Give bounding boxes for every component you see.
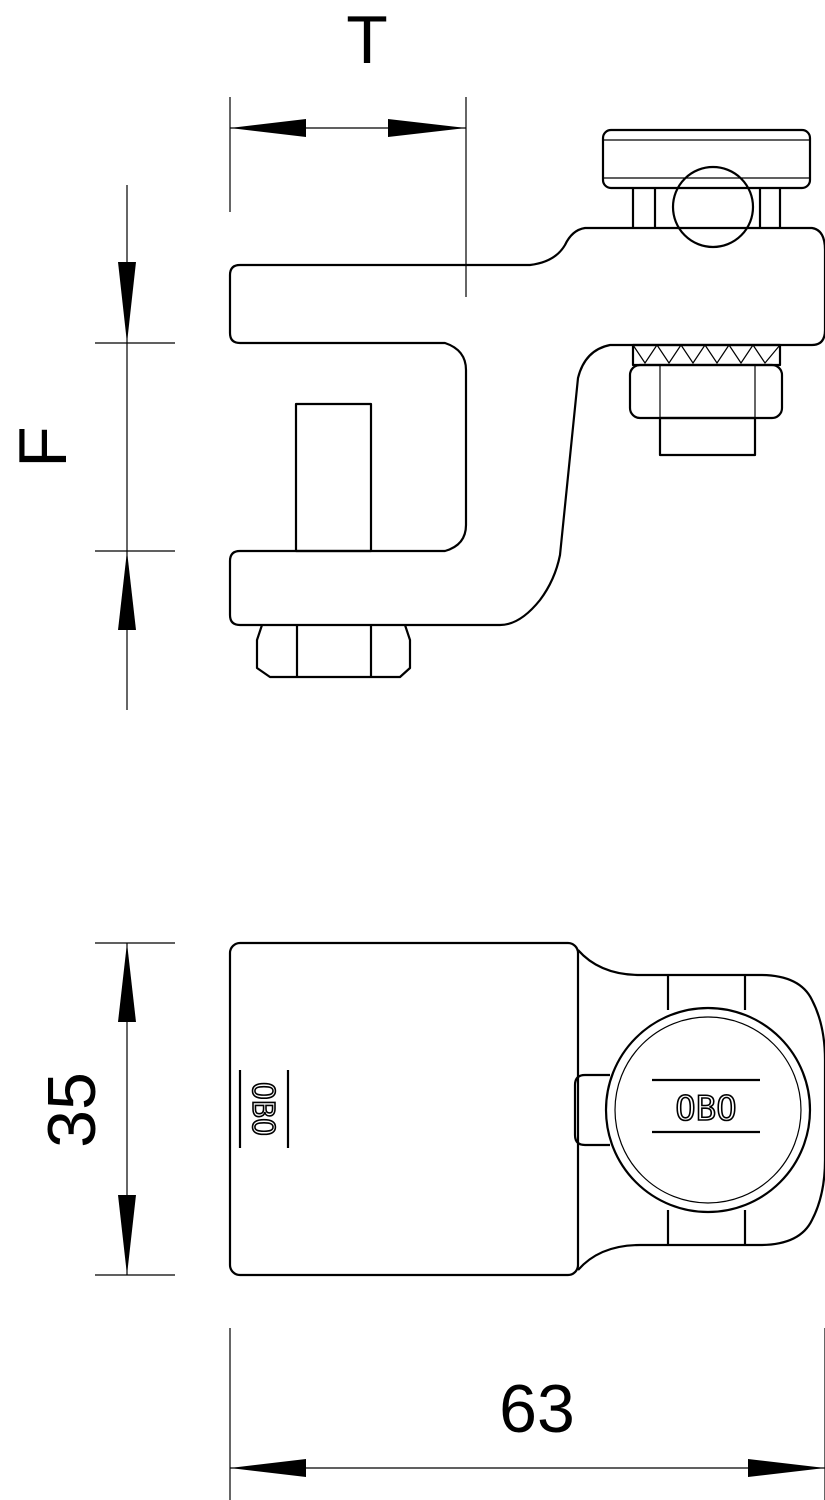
label-t: T [346,2,388,78]
dimension-t: T [229,2,467,297]
jaw-bolt [294,402,373,553]
svg-text:OBO: OBO [245,1082,280,1136]
obo-logo-side: OBO [238,1070,290,1148]
clamp-body-side [228,128,825,679]
lower-nut [628,343,784,457]
screw-head [604,1006,812,1214]
label-63: 63 [499,1371,575,1447]
top-screw [601,128,812,249]
arrow-down [118,1195,136,1275]
clamp-body-top: OBO OBO [228,941,825,1277]
svg-text:OBO: OBO [675,1089,736,1129]
arrow-left [230,119,306,137]
arrow-right [388,119,466,137]
dimension-63: 63 [229,1328,825,1500]
obo-logo-front: OBO [652,1078,760,1134]
dimension-35: 35 [34,942,175,1276]
arrow-left [230,1459,306,1477]
arrow-up [118,551,136,630]
dimension-f: F [5,185,175,710]
arrow-right [748,1459,825,1477]
label-f: F [5,426,81,468]
arrow-up [118,943,136,1022]
bottom-nut [255,624,412,679]
label-35: 35 [34,1072,110,1148]
arrow-down [118,262,136,343]
